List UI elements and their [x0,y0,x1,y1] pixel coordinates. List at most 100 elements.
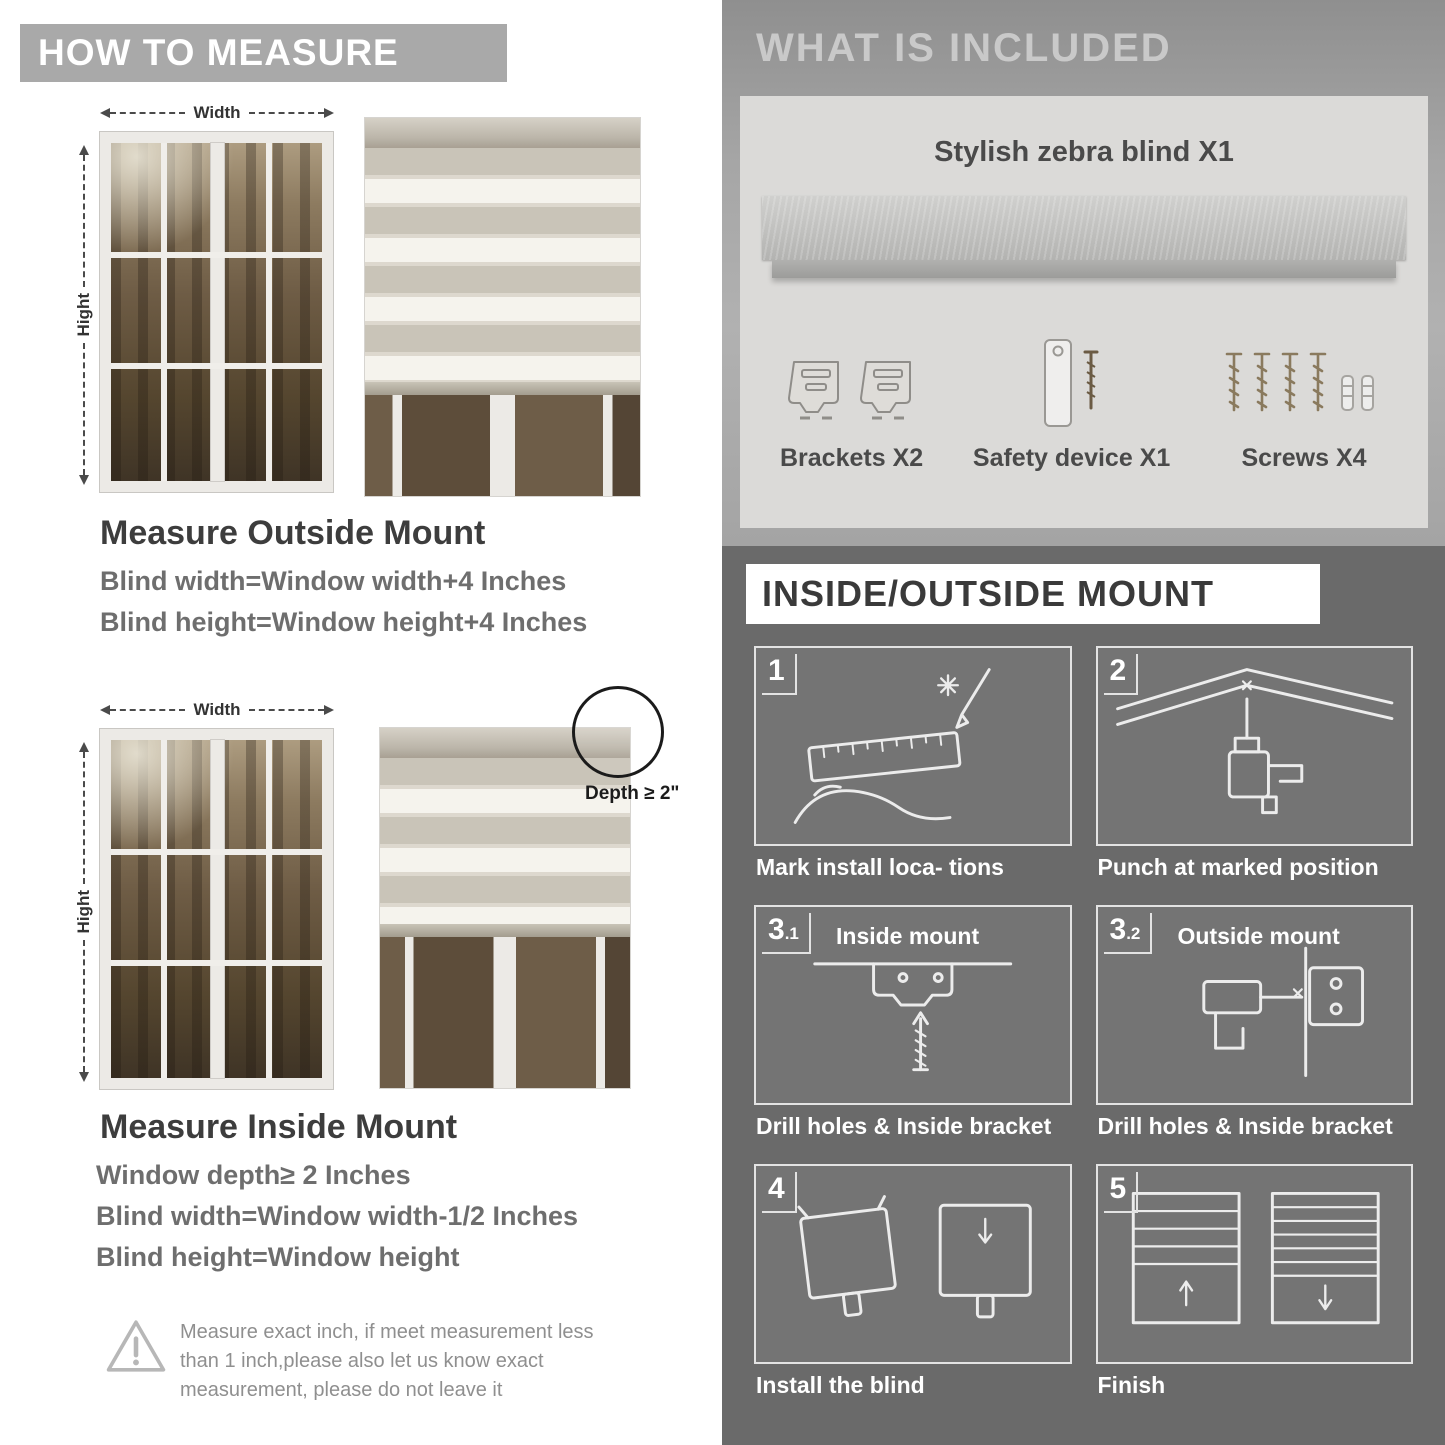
inside-mount-title: Measure Inside Mount [100,1108,458,1146]
step-panel: 4 [754,1164,1072,1364]
zebra-blind-photo-outside-mount [365,118,640,496]
step-caption: Finish [1097,1372,1166,1398]
width-label: Width [193,700,241,719]
included-items-row: Brackets X2 Safety device X1 [780,328,1388,473]
inside-mount-line: Blind height=Window height [96,1242,460,1272]
step-panel: 1 [754,646,1072,846]
dimension-dash [248,112,324,114]
step-3-2: 3.2 Outside mount Drill holes & Inside b… [1095,905,1413,1148]
arrow-left-icon [100,108,110,118]
warning-icon [106,1320,166,1372]
muntin-bar [210,740,224,1078]
step-label: Outside mount [1177,923,1340,949]
arrow-right-icon [324,108,334,118]
step-caption: Drill holes & Inside bracket [756,1113,1052,1139]
mount-section-header: INSIDE/OUTSIDE MOUNT [746,564,1320,624]
cassette-lip [771,260,1397,278]
step2-illustration [1115,668,1393,815]
window-below-blind [380,936,630,1088]
step-number: 1 [762,654,797,695]
outside-mount-title: Measure Outside Mount [100,514,486,552]
dimension-dash [83,342,85,475]
mount-steps-grid: 1 Mark install loca- tions [754,646,1413,1407]
measurement-warning-note: Measure exact inch, if meet measurement … [180,1321,594,1401]
how-to-measure-banner: HOW TO MEASURE [20,24,507,82]
step-caption: Drill holes & Inside bracket [1097,1113,1393,1139]
included-panel: Stylish zebra blind X1 [740,96,1428,528]
step1-illustration [793,668,991,824]
arrow-down-icon [79,475,89,485]
arrow-left-icon [100,705,110,715]
blind-stripes [380,758,630,924]
step3-2-illustration [1201,946,1364,1078]
window-photo-inside-mount [100,729,333,1089]
step-panel: 2 [1095,646,1413,846]
dimension-dash [83,939,85,1072]
height-dimension-arrow: Hight [74,742,94,1082]
muntin-bar [111,960,322,967]
step-1: 1 Mark install loca- tions [754,646,1072,889]
safety-device-label: Safety device X1 [972,444,1171,472]
muntin-bar [210,143,224,481]
blind-stripes [365,148,640,383]
mount-instructions-section: INSIDE/OUTSIDE MOUNT 1 [722,546,1445,1445]
step-caption: Install the blind [756,1372,925,1398]
brackets-label: Brackets X2 [780,444,924,472]
muntin-bar [111,848,322,855]
step-panel: 5 [1095,1164,1413,1364]
safety-device-icon [1033,328,1111,432]
height-label: Hight [74,890,93,934]
step4-illustration [797,1195,1032,1319]
blind-cassette [365,118,640,148]
zebra-blind-cassette-image [762,196,1406,278]
inside-mount-line: Blind width=Window width-1/2 Inches [96,1201,579,1231]
depth-callout-label: Depth ≥ 2" [585,783,680,804]
dimension-dash [110,112,186,114]
screws-label: Screws X4 [1241,444,1367,472]
arrow-up-icon [79,742,89,752]
muntin-bar [160,143,167,481]
what-is-included-header: WHAT IS INCLUDED [756,26,1172,70]
dimension-dash [83,752,85,885]
step-number: 3.1 [762,913,811,954]
height-label: Hight [74,293,93,337]
arrow-right-icon [324,705,334,715]
pack-item-safety-device: Safety device X1 [973,328,1170,473]
step-number: 2 [1103,654,1139,695]
width-label: Width [193,103,241,122]
pack-item-screws: Screws X4 [1220,328,1388,473]
cassette-main-bar [762,196,1406,260]
pack-item-brackets: Brackets X2 [780,328,923,473]
window-below-blind [365,395,640,496]
what-is-included-section: WHAT IS INCLUDED Stylish zebra blind X1 [722,0,1445,546]
step-caption: Punch at marked position [1097,854,1379,880]
step-5: 5 Finish [1095,1164,1413,1407]
step-2: 2 Punch at marked position [1095,646,1413,889]
step-3-1: 3.1 Inside mount Drill holes & Inside br… [754,905,1072,1148]
arrow-up-icon [79,145,89,155]
dimension-dash [248,709,324,711]
product-label: Stylish zebra blind X1 [934,136,1234,168]
outside-mount-line: Blind height=Window height+4 Inches [100,607,588,637]
muntin-bar [160,740,167,1078]
blind-bottom-rail [365,382,640,396]
width-dimension-arrow: Width [100,103,334,122]
window-photo-outside-mount [100,132,333,492]
step-panel: 3.1 Inside mount [754,905,1072,1105]
step-caption: Mark install loca- tions [756,854,1004,880]
step-number: 4 [762,1172,797,1213]
dimension-dash [110,709,186,711]
muntin-bar [111,251,322,258]
step3-1-illustration [813,962,1013,1072]
step-label: Inside mount [836,923,980,949]
dimension-dash [83,155,85,288]
outside-mount-line: Blind width=Window width+4 Inches [100,566,567,596]
muntin-bar [266,143,273,481]
step-4: 4 Install the blind [754,1164,1072,1407]
step-panel: 3.2 Outside mount [1095,905,1413,1105]
blind-bottom-rail [380,923,630,937]
step-number: 5 [1103,1172,1139,1213]
screws-icon [1220,328,1388,432]
height-dimension-arrow: Hight [74,145,94,485]
step5-illustration [1131,1191,1380,1325]
